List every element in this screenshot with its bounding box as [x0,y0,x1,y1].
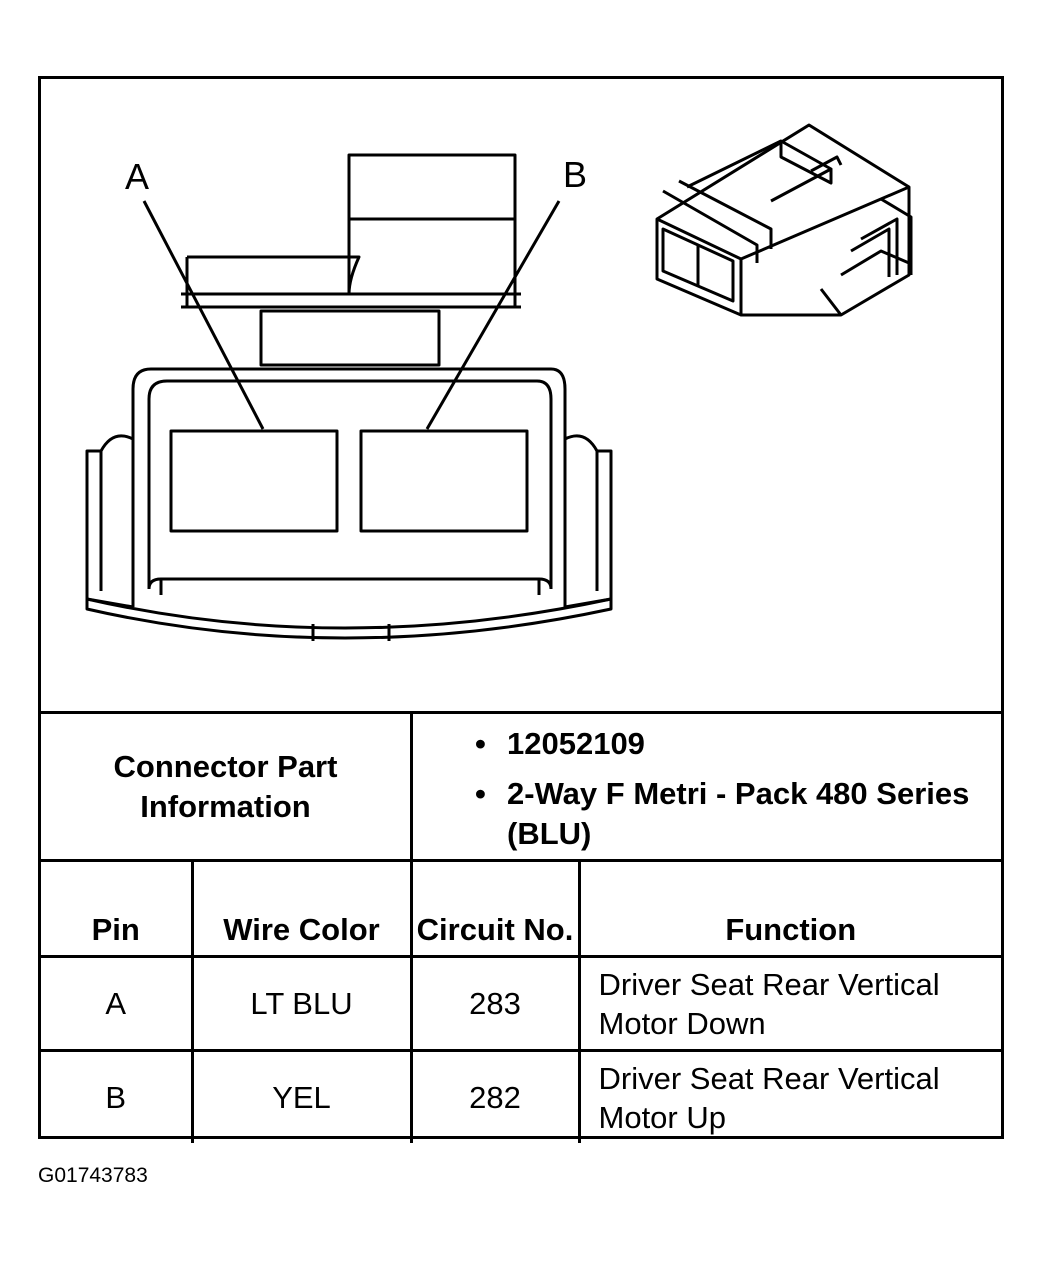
connector-type: 2-Way F Metri - Pack 480 Series (BLU) [507,776,970,851]
part-number-item: • 12052109 [413,724,1001,764]
cell-circuit-no: 283 [409,955,581,1052]
bullet-icon: • [475,776,486,811]
leader-line-b [425,200,561,430]
header-circuit-no: Circuit No. [409,860,581,958]
connector-part-info: Connector Part Information • 12052109 • … [41,711,1001,859]
connector-body [85,367,613,641]
cell-circuit-no: 282 [409,1049,581,1143]
connector-type-item: • 2-Way F Metri - Pack 480 Series (BLU) [413,774,1001,854]
figure-reference-id: G01743783 [38,1164,148,1187]
connector-top-tab [181,153,521,367]
connector-3d-view [655,123,913,317]
header-wire-color: Wire Color [190,860,413,958]
connector-info-values: • 12052109 • 2-Way F Metri - Pack 480 Se… [413,714,1001,859]
cavity-b [359,429,529,533]
cell-pin: A [41,955,194,1052]
pin-label-b: B [563,154,587,195]
connector-info-label: Connector Part Information [41,714,413,859]
cell-function: Driver Seat Rear Vertical Motor Up [577,1049,1001,1143]
cell-pin: B [41,1049,194,1143]
bullet-icon: • [475,726,486,761]
leader-line-a [142,200,265,430]
cell-function: Driver Seat Rear Vertical Motor Down [577,955,1001,1052]
pin-label-a: A [125,156,149,197]
connector-drawing: A B [85,123,913,641]
pin-table: Pin Wire Color Circuit No. Function A LT… [41,859,1001,1143]
table-row: B YEL 282 Driver Seat Rear Vertical Moto… [41,1049,1001,1143]
connector-diagram-frame: A B Connector Part Information • 1205210… [38,76,1004,1143]
header-function: Function [577,860,1001,958]
part-number: 12052109 [507,726,645,761]
header-pin: Pin [41,860,194,958]
cavity-a [169,429,339,533]
pin-table-header: Pin Wire Color Circuit No. Function [41,860,1001,958]
cell-wire-color: LT BLU [190,955,413,1052]
table-row: A LT BLU 283 Driver Seat Rear Vertical M… [41,955,1001,1052]
cell-wire-color: YEL [190,1049,413,1143]
